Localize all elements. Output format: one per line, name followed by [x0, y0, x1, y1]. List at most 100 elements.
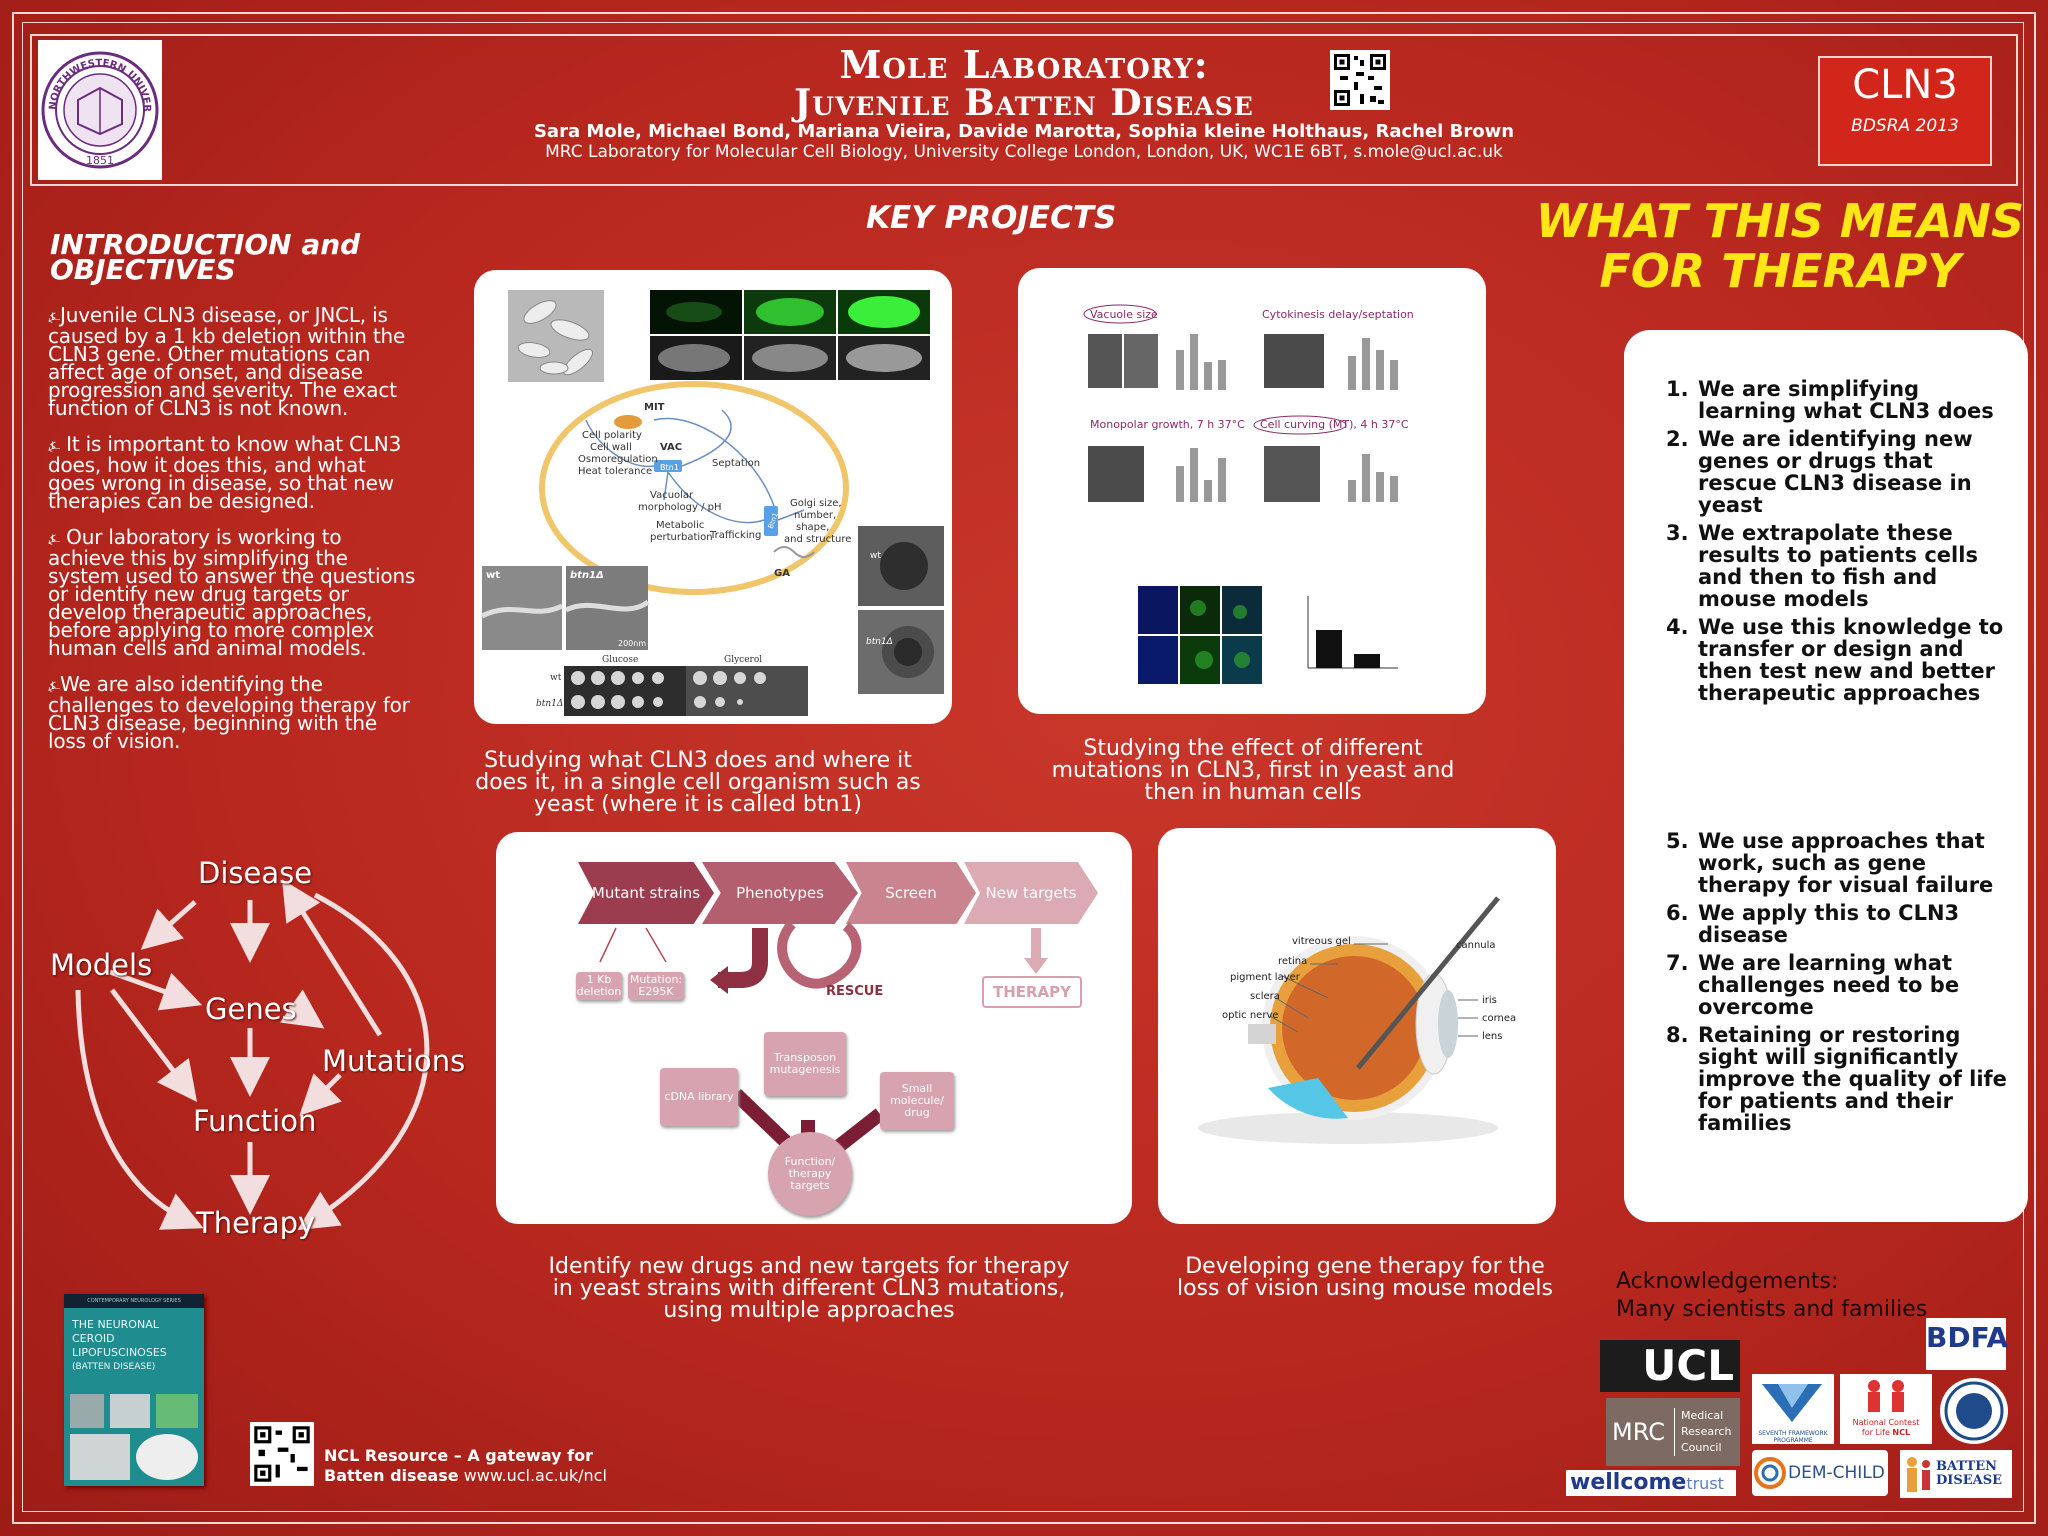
book-cover[interactable]: CONTEMPORARY NEUROLOGY SERIES THE NEURON… — [64, 1294, 204, 1486]
caption-yeast: Studying what CLN3 does and where it doe… — [475, 748, 921, 817]
flow-function: Function — [193, 1104, 317, 1138]
intro-body: ⍼Juvenile CLN3 disease, or JNCL, is caus… — [48, 303, 418, 768]
therapy-heading-line2: FOR THERAPY — [1599, 244, 1961, 298]
dem-child-logo: DEM-CHILD — [1752, 1450, 1888, 1496]
eye-cannula-label: cannula — [1456, 940, 1496, 951]
flow-models: Models — [50, 948, 153, 982]
em-wt-label-right: wt — [870, 551, 881, 561]
monopolar-label: Monopolar growth, 7 h 37°C — [1090, 418, 1245, 431]
caption-drugs: Identify new drugs and new targets for t… — [548, 1254, 1070, 1323]
therapy-heading: WHAT THIS MEANS FOR THERAPY — [1530, 196, 2030, 296]
flow-genes: Genes — [205, 992, 297, 1026]
affiliation: MRC Laboratory for Molecular Cell Biolog… — [545, 142, 1503, 162]
therapy-list-bottom: 5.We use approaches that work, such as g… — [1666, 830, 2016, 1140]
small-molecule-box: Small molecule/ drug — [880, 1072, 954, 1130]
vac-label: VAC — [660, 442, 682, 453]
intro-paragraph: ⍼Juvenile CLN3 disease, or JNCL, is caus… — [48, 303, 406, 420]
intro-paragraph: ⍼ Our laboratory is working to achieve t… — [48, 525, 416, 660]
caption-gene-therapy: Developing gene therapy for the loss of … — [1177, 1254, 1553, 1301]
osmo-label: Osmoregulation — [578, 454, 658, 465]
cln3-badge: CLN3 BDSRA 2013 — [1818, 56, 1992, 166]
eye-optic-label: optic nerve — [1222, 1010, 1279, 1021]
flow-therapy: Therapy — [196, 1206, 316, 1240]
em-mutant-label-right: btn1Δ — [866, 637, 893, 647]
septation-label: Septation — [712, 458, 760, 469]
chevron-phenotypes: Phenotypes — [702, 862, 858, 924]
plate-glycerol-label: Glycerol — [724, 655, 762, 665]
eye-panel: vitreous gel retina pigment layer sclera… — [1158, 828, 1556, 1224]
btn1-label: Btn1 — [660, 463, 679, 472]
mutation-panel: Vacuole size Cytokinesis delay/septation… — [1018, 268, 1486, 714]
morph-label: morphology / pH — [638, 502, 722, 513]
drug-screen-panel: Mutant strains Phenotypes Screen New tar… — [496, 832, 1132, 1224]
golgi-label3: shape, — [796, 522, 829, 533]
society-seal-logo — [1940, 1378, 2008, 1444]
therapy-item: 1.We are simplifying learning what CLN3 … — [1666, 377, 1994, 423]
eye-vitreous-label: vitreous gel — [1292, 936, 1351, 947]
perturbation-label: perturbation — [650, 532, 713, 543]
ncl-resource-line2: Batten disease www.ucl.ac.uk/ncl — [324, 1466, 607, 1485]
ncl-qr-code[interactable] — [250, 1422, 314, 1486]
targets-circle: Function/ therapy targets — [768, 1132, 852, 1216]
authors: Sara Mole, Michael Bond, Mariana Vieira,… — [533, 121, 1515, 142]
therapy-item: 6.We apply this to CLN3 disease — [1666, 901, 1960, 947]
em-scale-label: 200nm — [618, 639, 646, 648]
eye-cornea-label: cornea — [1482, 1013, 1516, 1024]
flow-diagram-arrows — [75, 879, 430, 1231]
deletion-box: 1 Kb deletion — [576, 972, 622, 1000]
therapy-item: 8.Retaining or restoring sight will sign… — [1666, 1023, 2007, 1135]
intro-paragraph: ⍼We are also identifying the challenges … — [48, 672, 410, 753]
seal-year: 1851 — [86, 154, 114, 167]
flow-disease: Disease — [198, 856, 313, 890]
book-subtitle: (BATTEN DISEASE) — [72, 1362, 156, 1372]
ga-label: GA — [774, 568, 790, 579]
book-title: THE NEURONAL CEROID LIPOFUSCINOSES — [72, 1318, 167, 1359]
acknowledgements: Acknowledgements: Many scientists and fa… — [1616, 1268, 1927, 1324]
eye-iris-label: iris — [1482, 995, 1497, 1006]
therapy-list-top: 1.We are simplifying learning what CLN3 … — [1666, 378, 2016, 710]
badge-subtitle: BDSRA 2013 — [1851, 116, 1959, 136]
therapy-item: 3.We extrapolate these results to patien… — [1666, 521, 1978, 611]
polarity-label: Cell polarity — [582, 430, 642, 441]
mit-label: MIT — [644, 402, 665, 413]
therapy-item: 4.We use this knowledge to transfer or d… — [1666, 615, 2004, 705]
plate-mutant-label: btn1Δ — [536, 699, 563, 709]
badge-title: CLN3 — [1852, 62, 1958, 108]
mutation-box: Mutation: E295K — [628, 972, 684, 1000]
golgi-label4: and structure — [784, 534, 851, 545]
bdfa-logo: BDFA — [1926, 1318, 2008, 1370]
intro-paragraph: ⍼ It is important to know what CLN3 does… — [48, 432, 402, 513]
book-series: CONTEMPORARY NEUROLOGY SERIES — [64, 1294, 204, 1308]
ucl-logo: UCL — [1600, 1340, 1740, 1392]
transposon-box: Transposon mutagenesis — [764, 1032, 846, 1096]
plate-wt-label: wt — [550, 673, 562, 683]
curving-label: Cell curving (MT), 4 h 37°C — [1260, 418, 1409, 431]
vacuolar-label: Vacuolar — [650, 490, 694, 501]
yeast-panel: MIT VAC Btn1 Btn1 GA Cell polarity Cell … — [474, 270, 952, 724]
golgi-label2: number, — [794, 510, 836, 521]
intro-heading: INTRODUCTION and OBJECTIVES — [50, 228, 361, 286]
header-frame — [30, 34, 2018, 186]
plate-glucose-label: Glucose — [602, 655, 638, 665]
title-line1: Mole Laboratory: — [839, 42, 1209, 87]
trafficking-label: Trafficking — [709, 530, 761, 541]
metabolic-label: Metabolic — [656, 520, 704, 531]
caption-mutations: Studying the effect of different mutatio… — [1051, 736, 1455, 805]
wall-label: Cell wall — [590, 442, 632, 453]
ack-text: Many scientists and families — [1616, 1297, 1928, 1322]
university-logo: NORTHWESTERN UNIVERSITY 1851 — [33, 32, 162, 180]
fp7-logo: SEVENTH FRAMEWORK PROGRAMME — [1752, 1374, 1834, 1444]
header-qr-code[interactable] — [1330, 50, 1390, 110]
chevron-mutant-strains: Mutant strains — [578, 862, 714, 924]
rescue-label: RESCUE — [826, 984, 884, 999]
key-projects-heading: KEY PROJECTS — [866, 200, 1117, 236]
cdna-box: cDNA library — [660, 1068, 738, 1126]
therapy-item: 7.We are learning what challenges need t… — [1666, 951, 1960, 1019]
ncl-resource-url[interactable]: www.ucl.ac.uk/ncl — [463, 1466, 607, 1485]
eye-pigment-label: pigment layer — [1230, 972, 1301, 983]
ack-title: Acknowledgements: — [1616, 1269, 1839, 1294]
em-wt-label: wt — [486, 570, 500, 581]
